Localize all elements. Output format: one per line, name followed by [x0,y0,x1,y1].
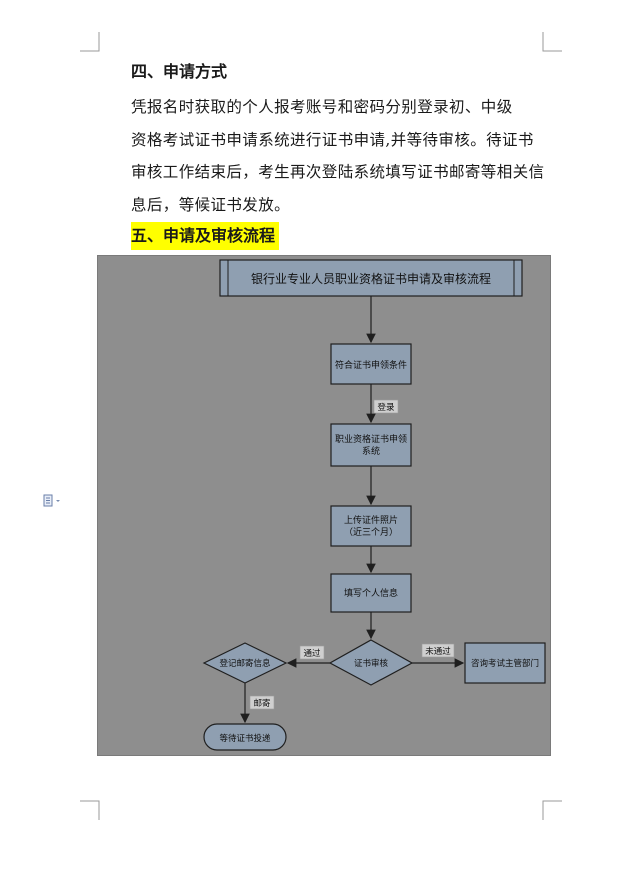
document-anchor-icon[interactable] [43,494,63,508]
svg-text:邮寄: 邮寄 [253,698,271,709]
section-heading-process: 五、申请及审核流程 [131,222,280,250]
apply-method-paragraph: 凭报名时获取的个人报考账号和密码分别登录初、中级 资格考试证书申请系统进行证书申… [131,91,546,221]
section-heading-apply-method: 四、申请方式 [131,62,228,81]
flowchart-title: 银行业专业人员职业资格证书申请及审核流程 [251,271,491,286]
paragraph-line: 审核工作结束后，考生再次登陆系统填写证书邮寄等相关信 [131,163,545,181]
flowchart-title-box: 银行业专业人员职业资格证书申请及审核流程 [219,259,523,297]
svg-text:未通过: 未通过 [425,646,451,657]
svg-text:登录: 登录 [377,402,395,413]
step-fill-info: 填写个人信息 [330,573,412,613]
step-upload-photo: 上传证件照片 （近三个月） [330,505,412,547]
svg-text:登记邮寄信息: 登记邮寄信息 [219,658,271,669]
edge-label-login: 登录 [373,399,399,414]
edge-label-fail: 未通过 [421,643,455,658]
step-await-delivery: 等待证书投递 [203,723,287,751]
crop-mark-top-left [80,32,100,52]
svg-text:（近三个月）: （近三个月） [344,526,398,538]
decision-review: 证书审核 [328,639,414,686]
svg-text:上传证件照片: 上传证件照片 [344,514,398,526]
edge-label-mail: 邮寄 [249,695,275,710]
svg-text:符合证书申领条件: 符合证书申领条件 [335,359,407,371]
svg-text:咨询考试主管部门: 咨询考试主管部门 [471,658,539,669]
step-register-mailing: 登记邮寄信息 [202,642,288,684]
paragraph-line: 息后，等候证书发放。 [131,195,291,214]
flowchart-canvas: 银行业专业人员职业资格证书申请及审核流程 符合证书申领条件 登录 职业资格证书申… [202,259,546,751]
crop-mark-bottom-right [542,800,562,820]
svg-text:等待证书投递: 等待证书投递 [219,733,271,744]
process-flowchart: 银行业专业人员职业资格证书申请及审核流程 符合证书申领条件 登录 职业资格证书申… [97,255,551,756]
step-consult-authority: 咨询考试主管部门 [464,642,546,684]
paragraph-line: 资格考试证书申请系统进行证书申请,并等待审核。待证书 [131,130,534,149]
svg-text:填写个人信息: 填写个人信息 [344,587,398,599]
crop-mark-bottom-left [80,800,100,820]
paragraph-line: 凭报名时获取的个人报考账号和密码分别登录初、中级 [131,98,513,116]
step-eligibility: 符合证书申领条件 [330,343,412,385]
crop-mark-top-right [542,32,562,52]
edge-label-pass: 通过 [299,645,325,660]
svg-text:通过: 通过 [303,648,321,659]
step-application-system: 职业资格证书申领 系统 [330,423,412,467]
svg-text:证书审核: 证书审核 [354,658,389,669]
svg-text:职业资格证书申领: 职业资格证书申领 [335,433,407,445]
svg-text:系统: 系统 [362,445,380,457]
